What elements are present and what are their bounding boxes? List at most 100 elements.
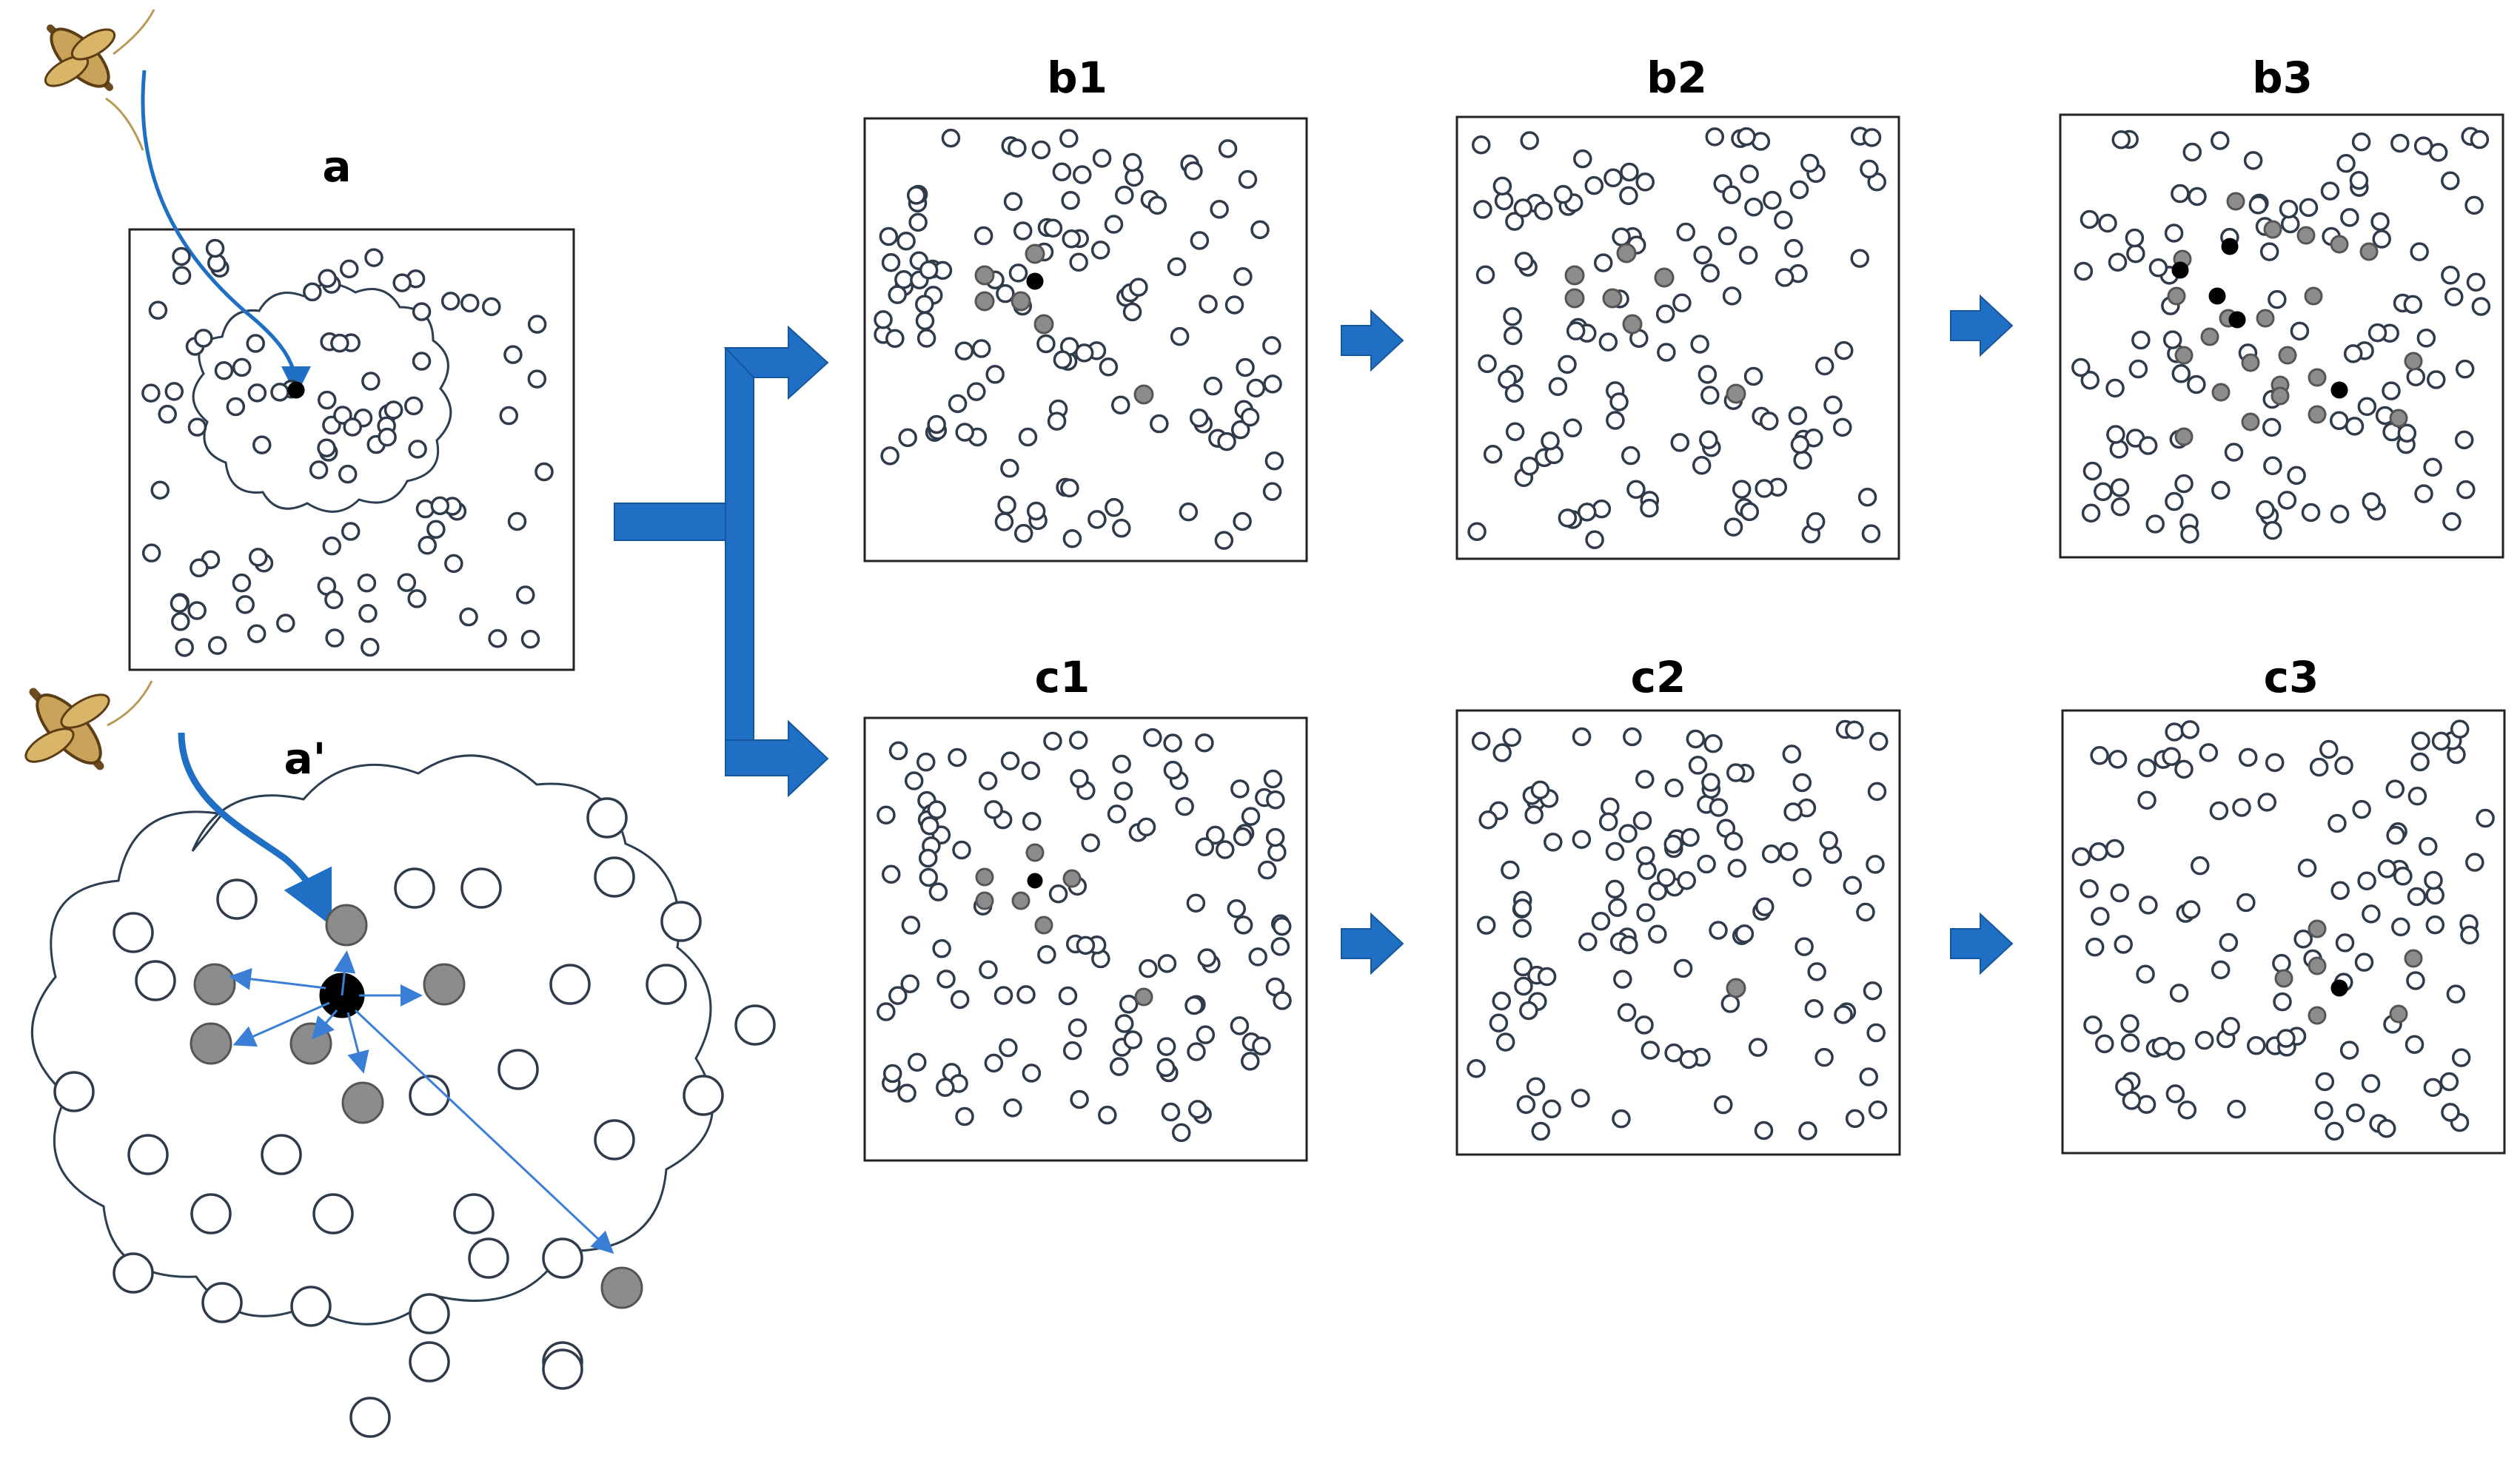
- host-plants: [53, 127, 2495, 1438]
- dispersal-arrows: [229, 950, 614, 1254]
- infected-plant: [975, 867, 994, 887]
- healthy-plant: [2211, 131, 2230, 150]
- healthy-plant: [2095, 1034, 2114, 1054]
- infected-plant: [975, 891, 994, 910]
- healthy-plant: [904, 771, 924, 790]
- healthy-plant: [235, 595, 255, 614]
- healthy-plant: [542, 1237, 583, 1279]
- healthy-plant: [1856, 902, 1875, 922]
- healthy-plant: [1060, 478, 1079, 498]
- healthy-plant: [1605, 842, 1625, 861]
- healthy-plant: [127, 1134, 169, 1175]
- healthy-plant: [2268, 289, 2287, 309]
- healthy-plant: [1003, 1098, 1022, 1118]
- healthy-plant: [1755, 479, 1774, 498]
- healthy-plant: [1104, 215, 1124, 234]
- healthy-plant: [2125, 228, 2145, 248]
- healthy-plant: [158, 404, 177, 424]
- healthy-plant: [948, 394, 968, 414]
- healthy-plant: [2403, 295, 2423, 315]
- healthy-plant: [1471, 731, 1491, 751]
- healthy-plant: [549, 964, 591, 1005]
- infected-plant: [2304, 286, 2323, 306]
- healthy-plant: [1115, 185, 1134, 205]
- healthy-plant: [1123, 1030, 1143, 1049]
- healthy-plant: [2476, 808, 2495, 828]
- healthy-plant: [1163, 760, 1183, 780]
- healthy-plant: [888, 741, 908, 761]
- healthy-plant: [1058, 986, 1078, 1006]
- healthy-plant: [503, 345, 523, 364]
- healthy-plant: [1635, 172, 1655, 192]
- healthy-plant: [2174, 474, 2194, 494]
- healthy-plant: [2277, 491, 2297, 510]
- healthy-plant: [1703, 734, 1723, 753]
- healthy-plant: [2320, 181, 2340, 201]
- healthy-plant: [979, 960, 998, 979]
- healthy-plant: [2370, 212, 2390, 232]
- healthy-plant: [2098, 213, 2117, 233]
- healthy-plant: [1743, 366, 1763, 386]
- healthy-plant: [1548, 377, 1568, 397]
- healthy-plant: [1531, 1121, 1550, 1141]
- healthy-plant: [1632, 811, 1652, 830]
- healthy-plant: [1697, 854, 1716, 874]
- healthy-plant: [1109, 1057, 1129, 1076]
- healthy-plant: [1845, 1109, 1865, 1129]
- healthy-plant: [1718, 226, 1737, 246]
- healthy-plant: [172, 246, 191, 266]
- healthy-plant: [2336, 154, 2356, 173]
- infected-plant: [1033, 314, 1054, 335]
- healthy-plant: [1664, 778, 1684, 798]
- infected-plant: [1134, 987, 1153, 1007]
- healthy-plant: [1514, 252, 1534, 271]
- healthy-plant: [1520, 456, 1539, 476]
- healthy-plant: [460, 867, 502, 909]
- healthy-plant: [1530, 780, 1550, 800]
- infected-plant: [1564, 265, 1585, 286]
- label-b1: b1: [1047, 53, 1107, 103]
- infected-plant: [2404, 949, 2423, 968]
- healthy-plant: [1170, 326, 1190, 346]
- step-arrow-b1-b2: [1341, 309, 1404, 372]
- healthy-plant: [187, 417, 207, 437]
- healthy-plant: [1700, 263, 1720, 283]
- infected-plant: [2308, 956, 2327, 975]
- healthy-plant: [1061, 191, 1080, 210]
- healthy-plant: [2108, 750, 2128, 769]
- infected-plant: [1654, 267, 1675, 288]
- healthy-plant: [2352, 799, 2371, 819]
- healthy-plant: [972, 339, 991, 358]
- healthy-plant: [2108, 252, 2128, 272]
- healthy-plant: [358, 604, 378, 623]
- healthy-plant: [507, 511, 527, 531]
- healthy-plant: [2385, 779, 2405, 799]
- healthy-plant: [412, 302, 432, 321]
- healthy-plant: [1188, 1100, 1207, 1119]
- healthy-plant: [2391, 917, 2410, 937]
- healthy-plant: [2441, 171, 2460, 191]
- healthy-plant: [2199, 743, 2219, 762]
- healthy-plant: [1832, 417, 1852, 437]
- healthy-plant: [2329, 411, 2349, 431]
- healthy-plant: [150, 480, 170, 500]
- healthy-plant: [247, 383, 267, 403]
- healthy-plant: [1620, 162, 1639, 182]
- healthy-plant: [270, 383, 289, 402]
- healthy-plant: [2162, 747, 2181, 766]
- healthy-plant: [2105, 839, 2125, 859]
- healthy-plant: [1203, 376, 1223, 396]
- healthy-plant: [418, 536, 437, 555]
- healthy-plant: [1068, 1018, 1088, 1038]
- healthy-plant: [2094, 482, 2113, 502]
- healthy-plant: [1230, 1016, 1250, 1035]
- healthy-plant: [1113, 782, 1133, 801]
- healthy-plant: [1190, 231, 1210, 250]
- healthy-plant: [1635, 846, 1655, 865]
- healthy-plant: [2406, 971, 2425, 990]
- healthy-plant: [1763, 190, 1782, 210]
- healthy-plant: [888, 986, 908, 1005]
- healthy-plant: [232, 357, 252, 377]
- healthy-plant: [1760, 412, 1779, 431]
- healthy-plant: [2188, 187, 2207, 206]
